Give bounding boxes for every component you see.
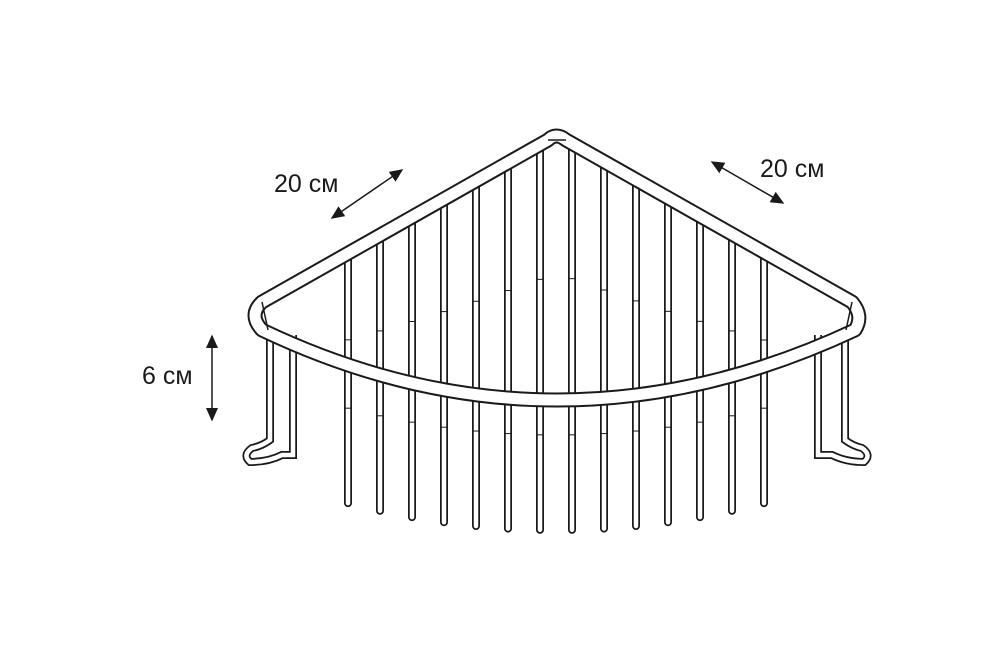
dimension-label-right-width: 20 см — [760, 155, 825, 183]
dimension-label-height: 6 см — [142, 362, 193, 390]
dimension-arrow-left-width — [330, 169, 404, 219]
right-hook — [814, 335, 872, 467]
basket-rim — [247, 128, 867, 408]
left-hook — [242, 335, 297, 467]
dimension-label-left-width: 20 см — [274, 170, 339, 198]
dimension-arrow-right-width — [710, 161, 785, 204]
basket-rods — [344, 143, 768, 534]
